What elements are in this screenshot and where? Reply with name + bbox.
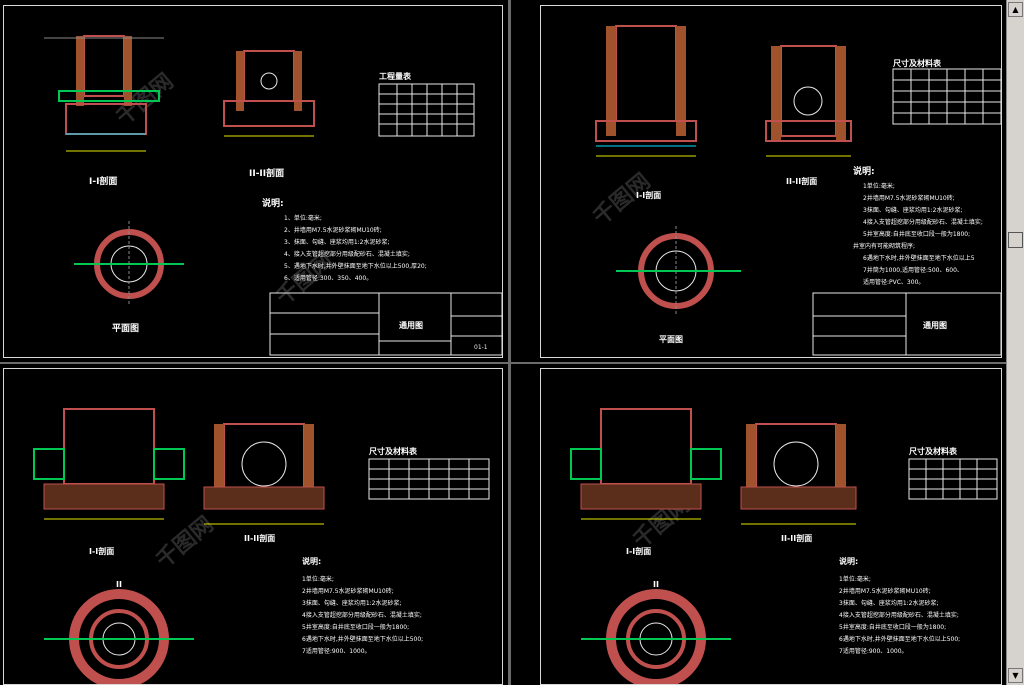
note-4-7: 7适用管径:900、1000。 bbox=[839, 647, 908, 655]
section-1-title: I-I剖面 bbox=[89, 175, 117, 187]
note-4-3: 3抹面、勾缝、座浆均用1:2水泥砂浆; bbox=[839, 599, 939, 607]
sheet-2-canvas: 千图网 I-I剖面 II-II剖面 尺寸及材料表 bbox=[589, 25, 1001, 356]
sheet-4-canvas: 千图网 I-I剖面 II-II剖面 尺寸及材料表 说明: 1单位:毫米; bbox=[570, 408, 998, 684]
table-2-title: 尺寸及材料表 bbox=[893, 58, 942, 68]
note-2-7: 6遇地下水时,井外壁抹面至地下水位以上5 bbox=[863, 254, 975, 262]
plan-view-3 bbox=[44, 589, 194, 684]
plan-title-2: 平面图 bbox=[659, 335, 683, 344]
note-1-3: 3、抹面、勾缝、座浆均用1:2水泥砂浆; bbox=[284, 238, 390, 246]
watermark-4: 千图网 bbox=[152, 512, 219, 574]
note-1-4: 4、接入支管超挖部分用级配砂石、混凝土填实; bbox=[284, 250, 410, 258]
note-4-1: 1单位:毫米; bbox=[839, 575, 871, 583]
note-2-6: 井室内有可能砌筑程序; bbox=[853, 242, 915, 250]
section-1-title-2: I-I剖面 bbox=[636, 190, 661, 200]
note-3-4: 4接入支管超挖部分用级配砂石、混凝土填实; bbox=[302, 611, 422, 619]
note-2-4: 4接入支管超挖部分用级配砂石、混凝土填实; bbox=[863, 218, 983, 226]
vertical-scrollbar[interactable]: ▲ ▼ bbox=[1006, 0, 1024, 685]
section-2-drawing-4 bbox=[740, 423, 857, 525]
note-4-5: 5井室高度:自井底至收口段一般为1800; bbox=[839, 623, 946, 631]
section-2-drawing-2 bbox=[765, 45, 852, 157]
title-block-label-2: 通用图 bbox=[923, 320, 947, 330]
plan-view-4 bbox=[581, 589, 731, 684]
section-1-drawing-2 bbox=[595, 25, 697, 157]
note-2-5: 5井室高度:自井底至收口段一般为1800; bbox=[863, 230, 970, 238]
drawing-sheet-3[interactable]: 千图网 I-I剖面 II-II剖面 尺寸及材料表 说明: 1单 bbox=[3, 368, 503, 685]
section-2-drawing-3 bbox=[203, 423, 325, 525]
plan-view-2 bbox=[616, 226, 741, 316]
section-2-drawing bbox=[223, 50, 315, 137]
note-1-1: 1、单位:毫米; bbox=[284, 214, 322, 222]
plan-title-1: 平面图 bbox=[112, 323, 139, 334]
note-3-7: 7适用管径:900、1000。 bbox=[302, 647, 371, 655]
material-table-2 bbox=[892, 68, 1001, 125]
section-2-title-4: II-II剖面 bbox=[781, 533, 812, 543]
drawing-sheet-4[interactable]: 千图网 I-I剖面 II-II剖面 尺寸及材料表 说明: 1单位:毫米; bbox=[540, 368, 1002, 685]
note-1-2: 2、井墙用M7.5水泥砂浆砌MU10砖; bbox=[284, 226, 382, 234]
scroll-down-button[interactable]: ▼ bbox=[1008, 668, 1023, 683]
plan-view-1 bbox=[74, 221, 184, 306]
table-4-title: 尺寸及材料表 bbox=[909, 446, 958, 456]
note-2-3: 3抹面、勾缝、座浆均用1:2水泥砂浆; bbox=[863, 206, 963, 214]
material-table-3 bbox=[368, 458, 490, 500]
quantity-table-1 bbox=[378, 83, 475, 137]
section-2-title: II-II剖面 bbox=[249, 167, 284, 179]
section-2-title-3: II-II剖面 bbox=[244, 533, 275, 543]
note-1-6: 6、适用管径:300、350、400。 bbox=[284, 274, 372, 282]
plan-label-3: II bbox=[116, 580, 122, 589]
row-divider bbox=[0, 362, 1006, 364]
sheet-3-canvas: 千图网 I-I剖面 II-II剖面 尺寸及材料表 说明: 1单 bbox=[33, 408, 490, 684]
notes-title-2: 说明: bbox=[853, 165, 875, 177]
table-3-title: 尺寸及材料表 bbox=[369, 446, 418, 456]
column-divider bbox=[508, 0, 511, 685]
note-2-8: 7井筒为1000,适用管径:500、600、 bbox=[863, 266, 963, 274]
section-1-title-3: I-I剖面 bbox=[89, 546, 114, 556]
note-3-5: 5井室高度:自井底至收口段一般为1800; bbox=[302, 623, 409, 631]
section-1-drawing-4 bbox=[570, 408, 722, 520]
drawing-sheet-2[interactable]: 千图网 I-I剖面 II-II剖面 尺寸及材料表 bbox=[540, 5, 1002, 358]
note-3-2: 2井墙用M7.5水泥砂浆砌MU10砖; bbox=[302, 587, 394, 595]
plan-label-4: II bbox=[653, 580, 659, 589]
note-2-2: 2井墙用M7.5水泥砂浆砌MU10砖; bbox=[863, 194, 955, 202]
section-2-title-2: II-II剖面 bbox=[786, 176, 817, 186]
section-1-title-4: I-I剖面 bbox=[626, 546, 651, 556]
note-2-9: 适用管径:PVC、300。 bbox=[863, 278, 924, 286]
note-4-2: 2井墙用M7.5水泥砂浆砌MU10砖; bbox=[839, 587, 931, 595]
note-3-6: 6遇地下水时,井外壁抹面至地下水位以上500; bbox=[302, 635, 423, 643]
scroll-up-button[interactable]: ▲ bbox=[1008, 2, 1023, 17]
title-block-label-1: 通用图 bbox=[399, 320, 423, 330]
table-1-title: 工程量表 bbox=[379, 71, 412, 81]
material-table-4 bbox=[908, 458, 998, 500]
notes-title-4: 说明: bbox=[839, 556, 858, 566]
sheet-1-canvas: 千图网 千图网 I-I剖面 II-II剖面 工程量表 bbox=[44, 35, 502, 356]
drawing-sheet-1[interactable]: 千图网 千图网 I-I剖面 II-II剖面 工程量表 bbox=[3, 5, 503, 358]
note-1-5: 5、遇地下水时,井外壁抹面至地下水位以上500,厚20; bbox=[284, 262, 427, 270]
note-2-1: 1单位:毫米; bbox=[863, 182, 895, 190]
notes-title-3: 说明: bbox=[302, 556, 321, 566]
scroll-thumb[interactable] bbox=[1008, 232, 1023, 248]
notes-title-1: 说明: bbox=[262, 197, 284, 209]
title-block-1 bbox=[269, 292, 502, 356]
note-4-4: 4接入支管超挖部分用级配砂石、混凝土填实; bbox=[839, 611, 959, 619]
title-block-2 bbox=[812, 292, 1001, 356]
note-3-1: 1单位:毫米; bbox=[302, 575, 334, 583]
note-3-3: 3抹面、勾缝、座浆均用1:2水泥砂浆; bbox=[302, 599, 402, 607]
drawing-number-1: 01-1 bbox=[474, 344, 488, 351]
section-1-drawing bbox=[44, 35, 164, 152]
section-1-drawing-3 bbox=[33, 408, 185, 520]
note-4-6: 6遇地下水时,井外壁抹面至地下水位以上500; bbox=[839, 635, 960, 643]
